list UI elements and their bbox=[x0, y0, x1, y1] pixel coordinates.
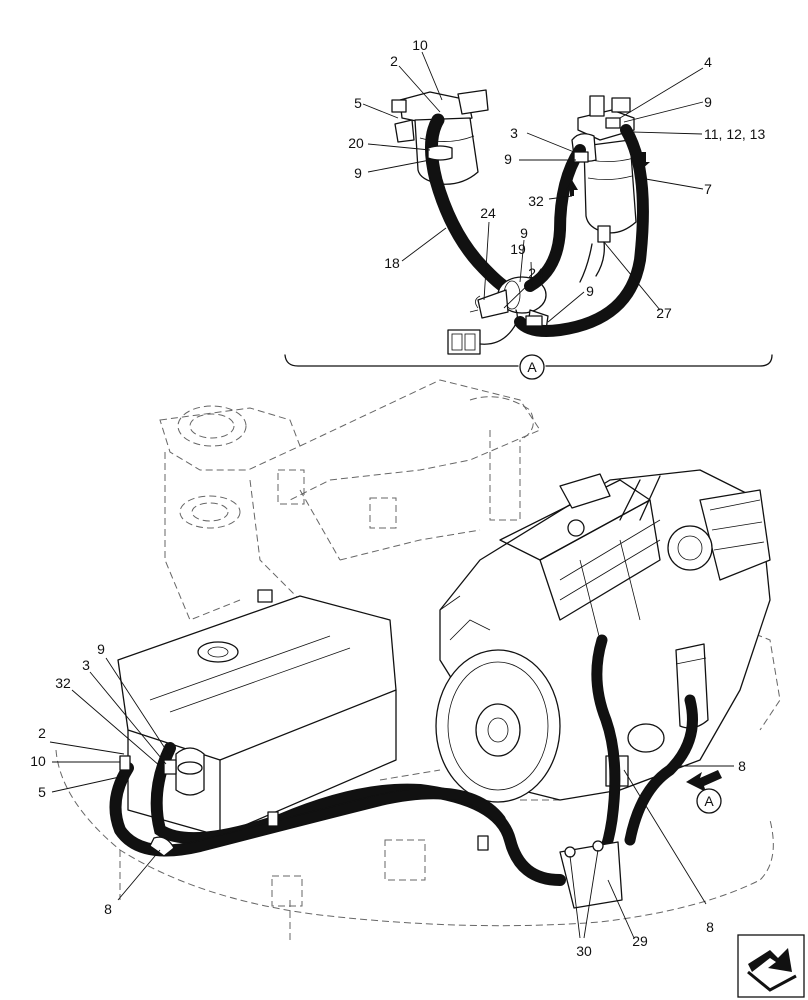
callout-9-detail-c: 9 bbox=[586, 283, 594, 299]
detail-leaders bbox=[362, 51, 704, 323]
callout-4-detail: 4 bbox=[704, 54, 712, 70]
callout-27-detail: 27 bbox=[656, 305, 672, 321]
callout-32-main: 32 bbox=[55, 675, 71, 691]
view-a-marker-bottom bbox=[696, 788, 722, 814]
callout-8-main-bottom: 8 bbox=[706, 919, 714, 935]
callout-24-detail-b: 24 bbox=[528, 265, 544, 281]
view-a-letter-top: A bbox=[527, 359, 537, 375]
callout-2-detail: 2 bbox=[390, 53, 398, 69]
callout-30-main: 30 bbox=[576, 943, 592, 959]
hose-bracket-29 bbox=[559, 840, 623, 909]
callout-24-detail-a: 24 bbox=[480, 205, 496, 221]
callout-10-main: 10 bbox=[30, 753, 46, 769]
callout-7-detail: 7 bbox=[704, 181, 712, 197]
callout-9-detail-e: 9 bbox=[504, 151, 512, 167]
fuel-tank bbox=[117, 589, 397, 837]
callout-10-detail: 10 bbox=[412, 37, 428, 53]
callout-9-detail-a: 9 bbox=[354, 165, 362, 181]
callout-3-detail: 3 bbox=[510, 125, 518, 141]
next-page-arrow-icon[interactable] bbox=[737, 934, 805, 998]
chassis-dashed bbox=[55, 379, 781, 940]
main-view: A 9 3 32 2 10 5 8 8 8 30 29 bbox=[30, 379, 781, 959]
fuel-filter-right bbox=[571, 95, 637, 243]
callout-9-detail-d: 9 bbox=[704, 94, 712, 110]
callout-11-12-13-detail: 11, 12, 13 bbox=[704, 126, 765, 142]
view-a-marker-top bbox=[519, 354, 545, 380]
callout-3-main: 3 bbox=[82, 657, 90, 673]
callout-8-main-left: 8 bbox=[104, 901, 112, 917]
callout-18-detail: 18 bbox=[384, 255, 400, 271]
view-a-arrow bbox=[686, 770, 722, 792]
callout-5-main: 5 bbox=[38, 784, 46, 800]
callout-8-main-right: 8 bbox=[738, 758, 746, 774]
drain-hose-27 bbox=[595, 241, 605, 277]
callout-9-main: 9 bbox=[97, 641, 105, 657]
main-leaders bbox=[49, 657, 734, 939]
callout-29-main: 29 bbox=[632, 933, 648, 949]
down-arrow bbox=[632, 152, 650, 170]
pump-connector bbox=[447, 309, 518, 355]
callout-32-detail: 32 bbox=[528, 193, 544, 209]
callout-5-detail: 5 bbox=[354, 95, 362, 111]
callout-19-detail: 19 bbox=[510, 241, 526, 257]
callout-2-main: 2 bbox=[38, 725, 46, 741]
detail-bracket bbox=[284, 354, 773, 367]
up-arrow bbox=[566, 180, 578, 196]
detail-view-a: A bbox=[284, 37, 773, 380]
callout-9-detail-b: 9 bbox=[520, 225, 528, 241]
view-a-letter-bottom: A bbox=[704, 793, 714, 809]
callout-20-detail: 20 bbox=[348, 135, 364, 151]
